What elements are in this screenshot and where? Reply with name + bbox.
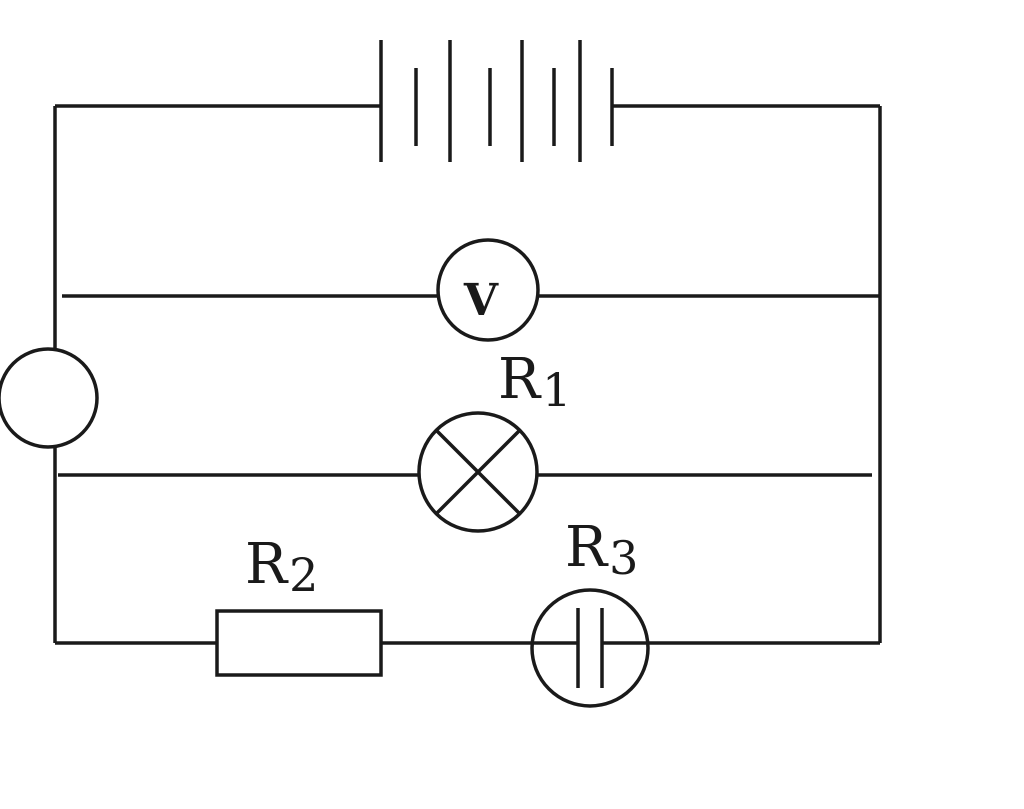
bottom-branch: R2 R3 — [55, 515, 880, 708]
r3-letter: R — [565, 515, 609, 580]
meter-circle-left — [0, 347, 99, 449]
voltmeter-branch: V — [62, 238, 880, 342]
r2-letter: R — [245, 532, 289, 597]
resistor-r2-symbol — [215, 609, 383, 677]
lamp-branch: R1 — [58, 347, 872, 533]
r2-label: R2 — [245, 532, 318, 602]
voltmeter-label: V — [463, 275, 499, 326]
r1-subscript: 1 — [542, 363, 571, 417]
r2-subscript: 2 — [289, 548, 318, 602]
voltmeter-symbol — [436, 238, 540, 342]
r3-label: R3 — [565, 515, 638, 585]
capacitor-r3-circle — [530, 588, 650, 708]
battery-symbol — [379, 40, 614, 162]
r1-letter: R — [498, 347, 542, 412]
lamp-cross-line — [434, 428, 522, 516]
r1-label: R1 — [498, 347, 571, 417]
r3-subscript: 3 — [609, 531, 638, 585]
